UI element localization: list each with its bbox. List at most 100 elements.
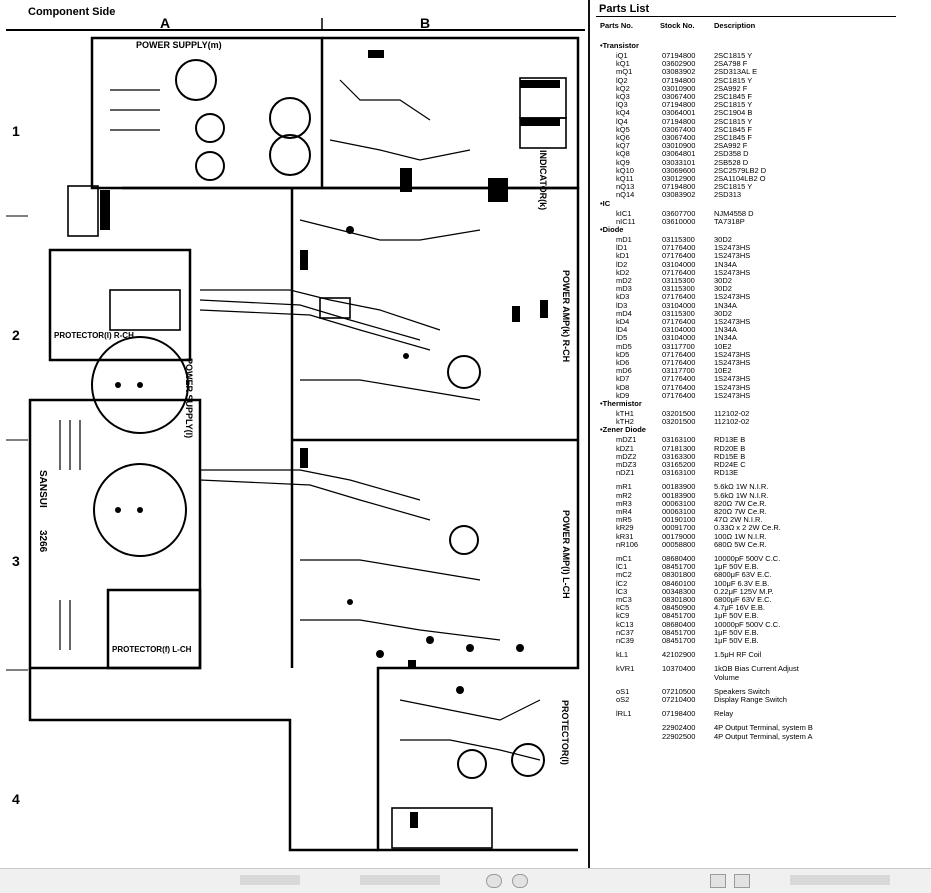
part-description: 2SB528 D — [714, 157, 749, 167]
part-description: Volume — [714, 672, 740, 682]
part-description: 2SA798 F — [714, 59, 748, 69]
part-number: nQ14 — [616, 190, 635, 200]
panel-divider — [588, 0, 590, 868]
part-number: oS1 — [616, 686, 630, 696]
part-description: 30D2 — [714, 235, 732, 244]
column-label-a: A — [160, 15, 170, 31]
stock-number: 03033101 — [662, 157, 696, 167]
part-description: 2SA992 F — [714, 83, 748, 93]
stock-number: 07176400 — [662, 358, 696, 367]
zoom-control[interactable] — [790, 875, 890, 885]
stock-number: 03064001 — [662, 108, 696, 118]
stock-number: 07198400 — [662, 709, 696, 719]
refresh-icon[interactable] — [486, 874, 502, 888]
part-description: 100μF 6.3V E.B. — [714, 578, 770, 588]
stock-number: 42102900 — [662, 650, 696, 660]
part-description: 1.5μH RF Coil — [714, 650, 762, 660]
parts-section-heading: •Transistor — [596, 42, 896, 50]
stock-number: 00183900 — [662, 482, 696, 492]
row-grid — [6, 215, 28, 671]
part-number: kD7 — [616, 374, 630, 384]
part-description: 10000pF 500V C.C. — [714, 619, 781, 629]
stock-number: 08450900 — [662, 603, 696, 613]
stock-number: 03607700 — [662, 208, 696, 218]
part-number: kD9 — [616, 390, 630, 400]
part-description: 0.22μF 125V M.P. — [714, 586, 774, 596]
part-description: 2SC1845 F — [714, 92, 752, 101]
parts-list-rule — [596, 16, 896, 17]
stock-number: 07176400 — [662, 292, 696, 302]
part-number: mDZ1 — [616, 435, 637, 445]
stock-number: 07176400 — [662, 243, 696, 253]
stock-number: 07176400 — [662, 390, 696, 400]
stock-number: 07194800 — [662, 51, 696, 60]
stock-number: 07210400 — [662, 695, 696, 704]
part-description: 112102-02 — [714, 409, 750, 418]
label-power-supply-l: POWER SUPPLY(l) — [184, 358, 194, 438]
part-description: 100Ω 1W N.I.R. — [714, 531, 767, 541]
stock-number: 03010900 — [662, 141, 696, 151]
part-description: TA7318P — [714, 216, 745, 226]
part-number: lD1 — [616, 243, 628, 253]
part-description: 4.7μF 16V E.B. — [714, 603, 766, 613]
part-description: 30D2 — [714, 284, 732, 294]
stock-number: 03117700 — [662, 366, 695, 376]
part-description: 2SC2579LB2 D — [714, 165, 767, 175]
part-number: mDZ2 — [616, 451, 637, 461]
part-number: kQ5 — [616, 124, 630, 134]
part-description: 10E2 — [714, 366, 732, 376]
part-number: mC1 — [616, 554, 632, 563]
part-description: 1N34A — [714, 259, 737, 269]
part-description: 1S2473HS — [714, 243, 751, 253]
part-description: 2SC1815 Y — [714, 182, 753, 192]
stock-number: 00091700 — [662, 523, 696, 533]
part-number: kQ10 — [616, 165, 634, 175]
stock-number: 03064801 — [662, 149, 696, 159]
label-indicator: INDICATOR(k) — [538, 150, 548, 210]
status-cell — [360, 875, 440, 885]
stock-number: 10370400 — [662, 664, 696, 674]
part-number: kD1 — [616, 251, 630, 261]
stock-number: 03117700 — [662, 341, 695, 351]
part-number: lQ4 — [616, 116, 628, 126]
part-number: kQ4 — [616, 108, 630, 118]
stock-number: 03115300 — [662, 284, 695, 294]
pcb-diagram: A B 1 2 3 4 — [6, 15, 585, 852]
part-description: 2SD313AL E — [714, 67, 758, 77]
two-page-view-icon[interactable] — [734, 874, 750, 888]
stock-number: 07210500 — [662, 686, 696, 696]
part-description: RD13E B — [714, 435, 746, 445]
part-number: kD8 — [616, 382, 630, 392]
parts-section-heading: •IC — [596, 199, 896, 208]
single-page-view-icon[interactable] — [710, 874, 726, 888]
section-label: •Zener Diode — [600, 425, 646, 435]
part-number: lC3 — [616, 586, 628, 596]
stock-number: 03104000 — [662, 325, 696, 335]
part-description: 1S2473HS — [714, 382, 751, 392]
part-description: 2SA1104LB2 O — [714, 174, 766, 183]
stop-icon[interactable] — [512, 874, 528, 888]
label-power-amp-r: POWER AMP(k) R-CH — [561, 270, 571, 362]
stock-number: 07176400 — [662, 374, 696, 384]
stock-number: 22902500 — [662, 731, 696, 741]
part-description: 1S2473HS — [714, 374, 751, 384]
part-number: kL1 — [616, 650, 629, 660]
part-number: mR1 — [616, 482, 632, 492]
stock-number: 03083902 — [662, 190, 696, 200]
part-description: 30D2 — [714, 276, 732, 285]
stock-number: 07176400 — [662, 317, 696, 326]
